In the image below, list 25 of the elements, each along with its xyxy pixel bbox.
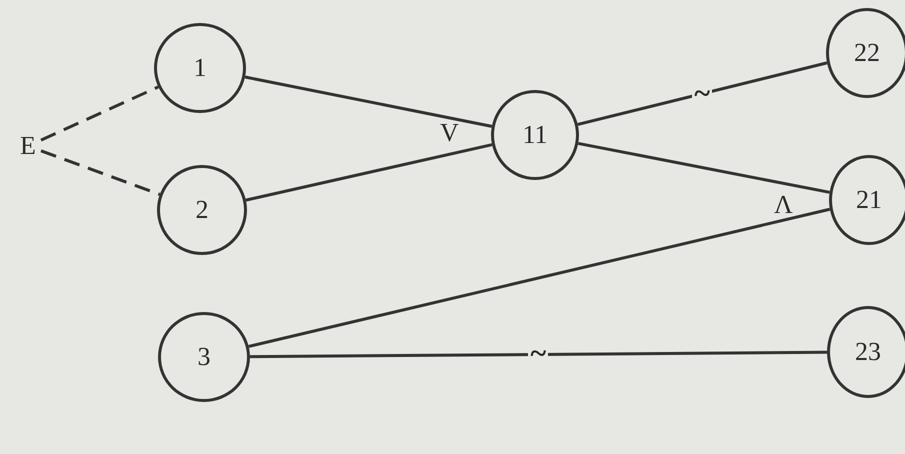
circle-node	[157, 165, 247, 255]
connector-line	[244, 76, 492, 128]
connector-line	[40, 86, 159, 142]
connector-line	[250, 350, 828, 358]
circle-node	[491, 90, 579, 180]
node-number: 1	[194, 53, 206, 83]
node-number: 3	[198, 342, 210, 372]
connector-line	[246, 143, 492, 202]
connector-line	[248, 208, 830, 348]
gate-symbol: V	[440, 120, 459, 146]
node-number: 11	[522, 120, 548, 150]
circle-node	[154, 23, 246, 113]
node-label: E	[20, 131, 36, 161]
node-number: 21	[856, 185, 882, 215]
connector-line	[40, 149, 160, 196]
circle-node	[826, 8, 905, 98]
circle-node	[829, 155, 905, 245]
circle-node	[158, 312, 250, 402]
node-number: 2	[196, 195, 208, 225]
node-number: 22	[854, 38, 880, 68]
connector-line	[577, 61, 828, 126]
node-number: 23	[855, 337, 881, 367]
gate-symbol: Λ	[774, 192, 793, 218]
circle-node	[827, 306, 905, 398]
connector-line	[578, 142, 830, 194]
